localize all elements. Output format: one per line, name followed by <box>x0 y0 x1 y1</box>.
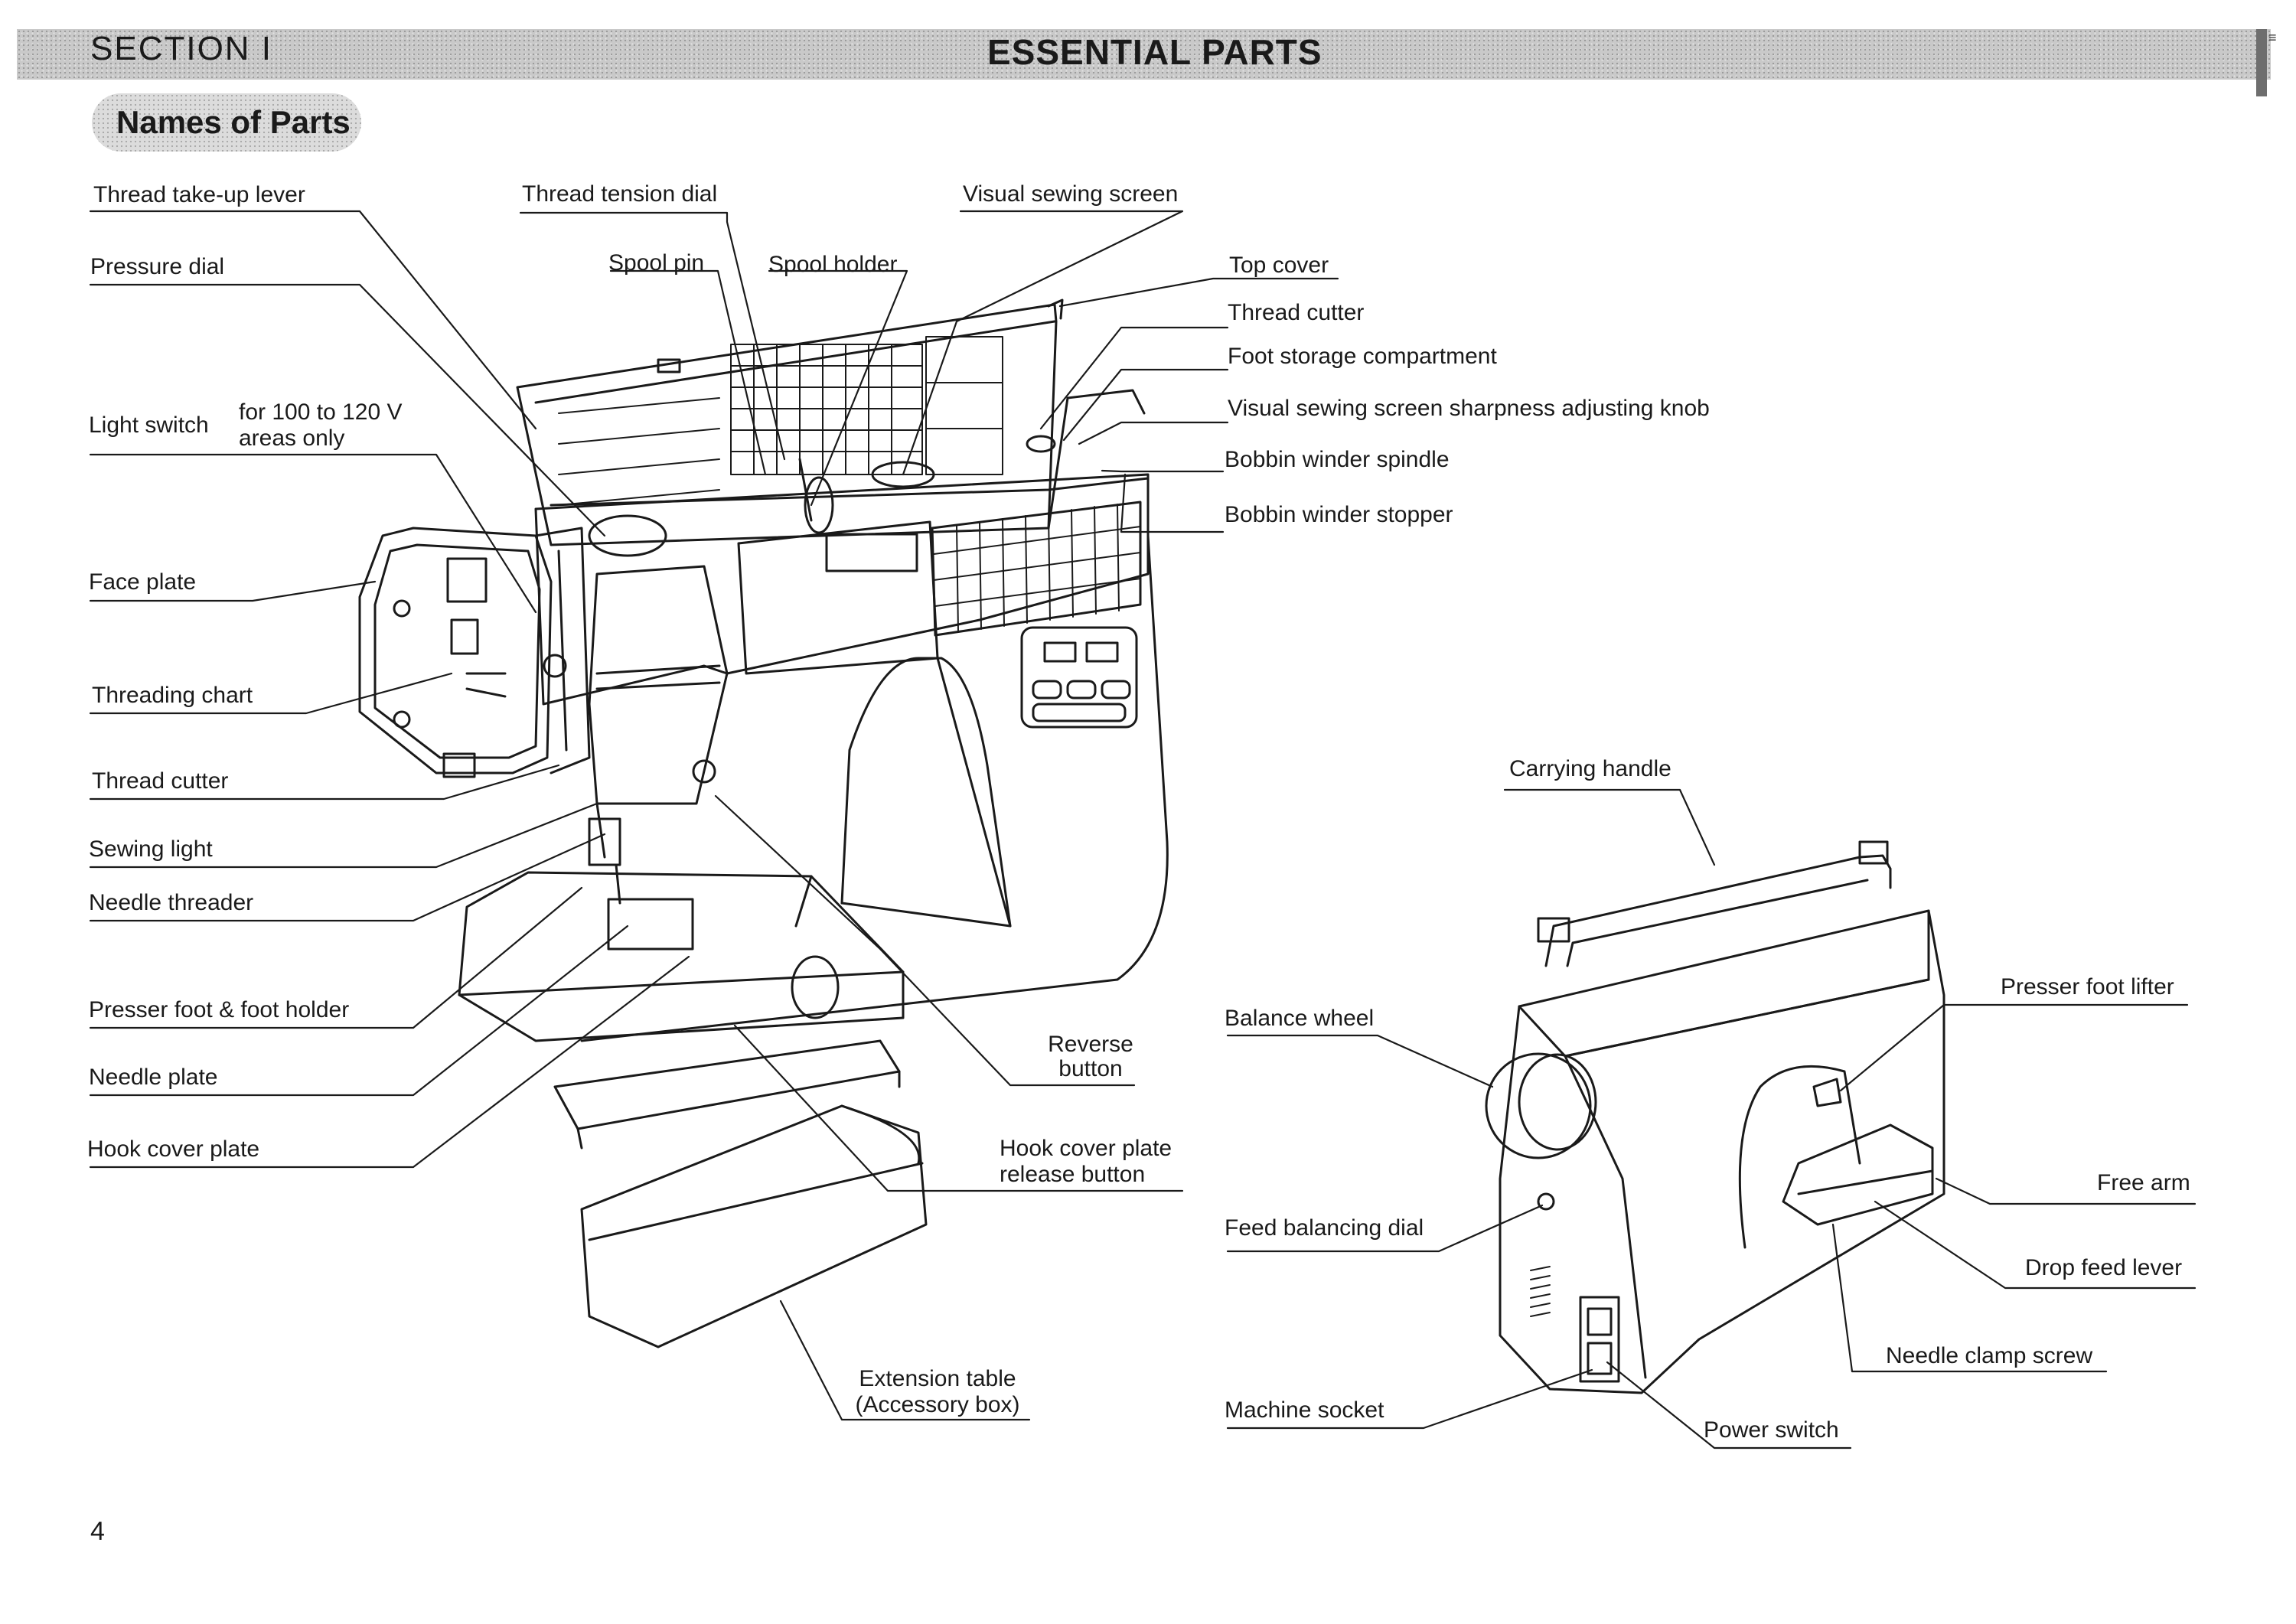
label-thread-cutter-top: Thread cutter <box>1228 300 1365 325</box>
label-thread-takeup-lever: Thread take-up lever <box>93 182 305 207</box>
label-feed-balancing-dial: Feed balancing dial <box>1225 1215 1424 1241</box>
label-hook-release-line1: Hook cover plate <box>1000 1136 1172 1161</box>
subtitle: Names of Parts <box>116 104 351 140</box>
label-thread-cutter-left: Thread cutter <box>92 768 229 794</box>
page-number: 4 <box>90 1517 105 1546</box>
label-threading-chart: Threading chart <box>92 683 253 708</box>
label-needle-clamp-screw: Needle clamp screw <box>1886 1343 2093 1368</box>
label-hook-release-line2: release button <box>1000 1162 1146 1187</box>
label-presser-foot-holder: Presser foot & foot holder <box>89 997 350 1022</box>
label-needle-threader: Needle threader <box>89 890 254 915</box>
label-extension-line1: Extension table <box>859 1366 1016 1391</box>
label-foot-storage: Foot storage compartment <box>1228 344 1497 369</box>
label-free-arm: Free arm <box>2097 1170 2190 1195</box>
subtitle-bubble <box>92 93 361 152</box>
label-drop-feed-lever: Drop feed lever <box>2025 1255 2183 1280</box>
label-extension-line2: (Accessory box) <box>855 1392 1020 1417</box>
label-top-cover: Top cover <box>1229 253 1329 278</box>
label-pressure-dial: Pressure dial <box>90 254 225 279</box>
main-machine <box>458 298 1169 1348</box>
label-bobbin-winder-stopper: Bobbin winder stopper <box>1225 502 1453 527</box>
label-light-switch: Light switch <box>89 413 209 438</box>
label-visual-sewing-screen: Visual sewing screen <box>963 181 1179 207</box>
label-voltage-note-line2: areas only <box>239 426 345 451</box>
top-cover-drawing <box>516 298 1064 546</box>
label-screen-sharpness-knob: Visual sewing screen sharpness adjusting… <box>1228 396 1710 421</box>
edge-tick-marks: ≡ <box>2268 30 2277 45</box>
section-label: SECTION I <box>90 30 273 67</box>
label-spool-pin: Spool pin <box>608 250 705 276</box>
leader-lines <box>89 210 2197 1450</box>
label-carrying-handle: Carrying handle <box>1509 756 1671 781</box>
label-needle-plate: Needle plate <box>89 1065 218 1090</box>
label-bobbin-winder-spindle: Bobbin winder spindle <box>1225 447 1450 472</box>
label-reverse-line2: button <box>1058 1056 1123 1081</box>
label-hook-cover-plate: Hook cover plate <box>87 1136 260 1162</box>
label-spool-holder: Spool holder <box>768 252 898 277</box>
label-reverse-line1: Reverse <box>1048 1032 1133 1057</box>
label-face-plate: Face plate <box>89 569 197 595</box>
label-voltage-note-line1: for 100 to 120 V <box>239 399 403 425</box>
header-title: ESSENTIAL PARTS <box>987 32 1322 72</box>
label-balance-wheel: Balance wheel <box>1225 1006 1375 1031</box>
face-plate-drawing <box>358 527 591 778</box>
header-edge-strip <box>2256 29 2267 96</box>
rear-machine <box>1485 840 1945 1394</box>
label-power-switch: Power switch <box>1704 1417 1839 1443</box>
label-presser-foot-lifter: Presser foot lifter <box>2001 974 2174 1000</box>
label-sewing-light: Sewing light <box>89 836 213 862</box>
header-bar <box>17 29 2271 80</box>
label-machine-socket: Machine socket <box>1225 1397 1384 1423</box>
label-thread-tension-dial: Thread tension dial <box>522 181 718 207</box>
